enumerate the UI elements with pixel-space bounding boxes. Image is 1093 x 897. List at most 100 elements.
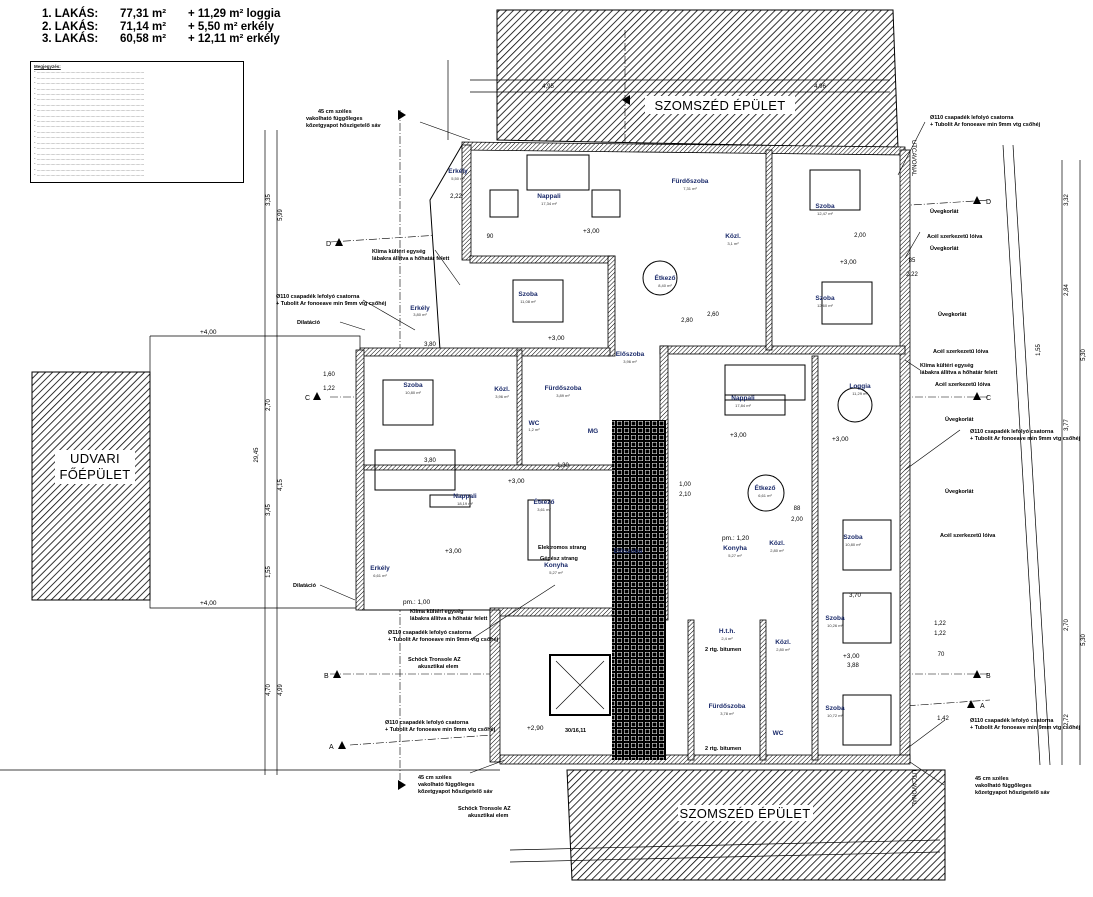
room-label: Szoba xyxy=(815,203,835,210)
elevation-label: +3,00 xyxy=(730,432,747,439)
annotation-drain: + Tubolit Ar fonoeave min 9mm vtg csőhéj xyxy=(388,637,499,643)
room-label: Nappali xyxy=(453,493,477,500)
annotation-klima: lábakra állítva a hőhatár felett xyxy=(920,370,998,376)
annotation-mech-riser: Gépész strang xyxy=(540,556,578,562)
room-area: 2,80 m² xyxy=(770,548,784,553)
room-label: Közl. xyxy=(494,386,510,393)
note-line: - ......................................… xyxy=(34,74,145,80)
dimension-label: 1,22 xyxy=(934,631,946,637)
annotation-dilatation: Dilatáció xyxy=(297,320,321,326)
section-label: D xyxy=(326,241,331,248)
room-label: Fürdőszoba xyxy=(545,385,582,392)
annotation-insulation: kőzetgyapot hőszigetelő sáv xyxy=(975,790,1051,796)
room-area: 5,27 m² xyxy=(549,570,563,575)
note-line: - ......................................… xyxy=(34,107,145,113)
annotations: Ø110 csapadék lefolyó csatorna + Tubolit… xyxy=(276,109,1081,819)
apartment-summary: 1. LAKÁS:77,31 m²+ 11,29 m² loggia 2. LA… xyxy=(42,8,280,46)
neighbour-building-bottom xyxy=(566,769,946,881)
courtyard-main-building xyxy=(31,371,151,601)
room-area: 11,08 m² xyxy=(520,299,536,304)
note-line: - ......................................… xyxy=(34,123,145,129)
section-label: C xyxy=(305,395,310,402)
note-line: - ......................................… xyxy=(34,128,145,134)
summary-row: 2. LAKÁS:71,14 m²+ 5,50 m² erkély xyxy=(42,20,274,33)
section-label: A xyxy=(980,703,985,710)
annotation-glass: Üvegkorlát xyxy=(938,311,967,318)
dimension-label: 2,60 xyxy=(707,312,719,318)
neighbour-building-top xyxy=(496,9,899,149)
note-line: - ......................................… xyxy=(34,96,145,102)
note-line: - ......................................… xyxy=(34,80,145,86)
section-label: B xyxy=(986,673,991,680)
room-area: 10,80 m² xyxy=(845,542,861,547)
dimension-label: 2,10 xyxy=(679,492,691,498)
room-area: 1,2 m² xyxy=(528,427,540,432)
dimension-label: 1,00 xyxy=(679,482,691,488)
note-line: - ......................................… xyxy=(34,85,145,91)
annotation-insulation: kőzetgyapot hőszigetelő sáv xyxy=(306,123,382,129)
room-area: 18,19 m² xyxy=(457,501,473,506)
annotation-drain: + Tubolit Ar fonoeave min 9mm vtg csőhéj xyxy=(930,122,1041,128)
annotation-schock: Schöck Tronsole AZ xyxy=(408,657,461,663)
note-line: - ......................................… xyxy=(34,161,145,167)
dimension-label: 4,96 xyxy=(814,84,826,90)
annotation-steel: Acél szerkezetű lóiva xyxy=(935,382,991,388)
dimension-label: 90 xyxy=(487,234,494,240)
stair-core xyxy=(612,420,666,760)
street-line-label: UTCAVONAL xyxy=(910,770,916,807)
section-arrow-icon xyxy=(338,741,346,749)
annotation-drain: + Tubolit Ar fonoeave min 9mm vtg csőhéj xyxy=(276,301,387,307)
room-label: Előszoba xyxy=(616,351,645,358)
note-line: - ......................................… xyxy=(34,134,145,140)
dimension-label: 5,30 xyxy=(1081,634,1087,646)
room-label: Szoba xyxy=(815,295,835,302)
annotation-electric-riser: Elektromos strang xyxy=(538,545,586,551)
notes-box: Megjegyzés: - ..........................… xyxy=(30,61,244,183)
room-area: 3,61 m² xyxy=(537,507,551,512)
dimension-label: 2,22 xyxy=(450,194,462,200)
neighbour-building-bottom-label: SZOMSZÉD ÉPÜLET xyxy=(680,806,811,821)
annotation-insulation: vakolható függőleges xyxy=(418,782,475,788)
courtyard-building-label: UDVARI xyxy=(70,451,120,466)
room-label: Szoba xyxy=(403,382,423,389)
room-label: Szoba xyxy=(518,291,538,298)
room-label: Konyha xyxy=(723,545,747,552)
leader-lines xyxy=(319,121,961,786)
dimension-label: 3,88 xyxy=(847,663,859,669)
annotation-drain: Ø110 csapadék lefolyó csatorna xyxy=(388,630,472,636)
elevation-label: +3,00 xyxy=(840,259,857,266)
room-area: 3,1 m² xyxy=(727,241,739,246)
dimension-label: 1,22 xyxy=(934,621,946,627)
note-line: - ......................................… xyxy=(34,139,145,145)
section-arrow-icon xyxy=(622,95,630,105)
room-label: Szoba xyxy=(825,705,845,712)
elevation-marks: +3,00 +3,00 +3,00 +3,00 +3,00 +3,00 +3,0… xyxy=(200,228,860,732)
annotation-klima: Klíma kültéri egység xyxy=(410,609,464,615)
note-line: - ......................................… xyxy=(34,145,145,151)
room-label: Előszoba xyxy=(614,548,643,555)
room-label: Étkező xyxy=(755,483,776,492)
notes-lines: - ......................................… xyxy=(34,69,240,177)
section-markers: C C D D B B A A xyxy=(305,95,991,790)
elevator-cross xyxy=(555,660,605,710)
elevation-label: +3,00 xyxy=(445,548,462,555)
elevation-label: +3,00 xyxy=(843,653,860,660)
dimension-label: 1,55 xyxy=(1036,344,1042,356)
dimension-label: 2,80 xyxy=(681,318,693,324)
elevation-label: +3,00 xyxy=(583,228,600,235)
dimension-label: 1,55 xyxy=(266,566,272,578)
dimension-label: 3,45 xyxy=(266,504,272,516)
site-lines xyxy=(0,60,1081,863)
elevation-label: +4,00 xyxy=(200,600,217,607)
annotation-drain: Ø110 csapadék lefolyó csatorna xyxy=(276,294,360,300)
room-area: 6,61 m² xyxy=(758,493,772,498)
dimension-label: 3,35 xyxy=(266,194,272,206)
dimension-label: 4,99 xyxy=(278,684,284,696)
annotation-insulation: vakolható függőleges xyxy=(975,783,1032,789)
dimension-label: 3,32 xyxy=(1064,194,1070,206)
dimension-label: 1,42 xyxy=(937,716,949,722)
room-label: Erkély xyxy=(410,305,430,312)
annotation-bitumen: 2 rtg. bitumen xyxy=(705,746,742,752)
